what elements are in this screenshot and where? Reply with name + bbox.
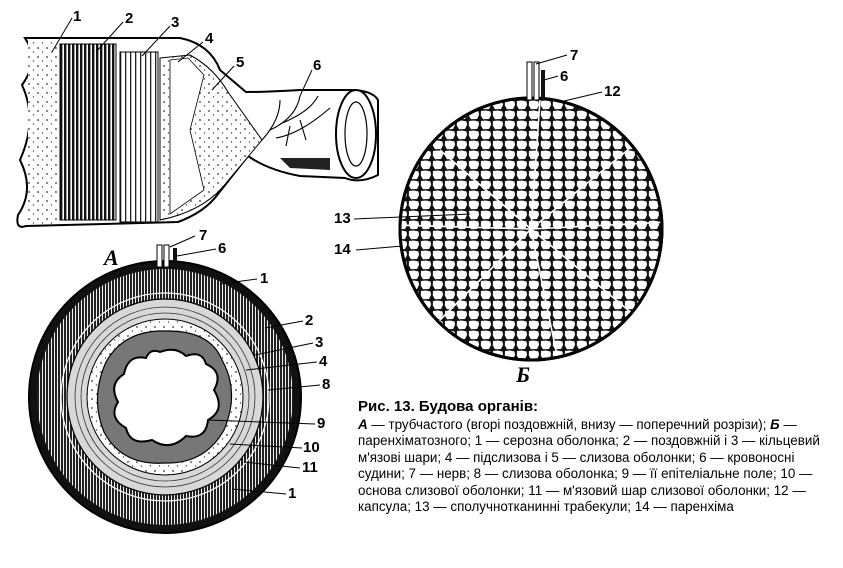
label-b-14: 14: [334, 241, 351, 258]
label-a-1: 1: [73, 8, 81, 25]
label-cs-3: 3: [315, 334, 323, 351]
serosa-layer: [28, 40, 60, 224]
parenchymal-organ: 7 6 12 13 14: [334, 47, 664, 362]
label-cs-2: 2: [305, 312, 313, 329]
label-b-7: 7: [570, 47, 578, 64]
label-a-2: 2: [125, 10, 133, 27]
caption-a-letter: А: [358, 416, 368, 432]
label-a-4: 4: [205, 30, 214, 47]
panel-a-letter: А: [102, 245, 119, 270]
trabeculae: [400, 99, 662, 360]
caption-a-text: — трубчастого (вгорі поздовжній, внизу —…: [367, 416, 771, 432]
caption-title: Рис. 13. Будова органів:: [358, 398, 539, 415]
longitudinal-section: 1 2 3 4 5 6: [16, 8, 379, 228]
label-a-5: 5: [236, 54, 244, 71]
label-b-13: 13: [334, 210, 351, 227]
circular-muscle-layer: [119, 51, 159, 223]
panel-b-letter: Б: [515, 362, 530, 387]
blood-vessels: [261, 95, 331, 147]
caption-b-letter: Б: [770, 416, 780, 432]
label-cs-10: 10: [303, 439, 320, 456]
label-b-6: 6: [560, 68, 568, 85]
longitudinal-muscle-layer: [59, 43, 117, 221]
label-a-6: 6: [313, 57, 321, 74]
label-a-3: 3: [171, 14, 179, 31]
label-cs-6: 6: [218, 240, 226, 257]
label-cs-1b: 1: [288, 485, 296, 502]
label-cs-7: 7: [199, 227, 207, 244]
label-b-12: 12: [604, 83, 621, 100]
label-cs-1: 1: [260, 270, 268, 287]
label-cs-9: 9: [317, 415, 325, 432]
label-cs-4: 4: [319, 353, 328, 370]
cross-section-lumen: [113, 348, 220, 447]
label-cs-8: 8: [322, 376, 330, 393]
tube-cross-section: 7 6 1 2 3 4 8 9 10 11 1: [28, 227, 330, 534]
label-cs-11: 11: [302, 459, 318, 476]
caption-b-text: — паренхіматозного; 1 — серозна оболонка…: [358, 416, 820, 515]
figure-caption: Рис. 13. Будова органів:А — трубчастого …: [358, 398, 832, 516]
